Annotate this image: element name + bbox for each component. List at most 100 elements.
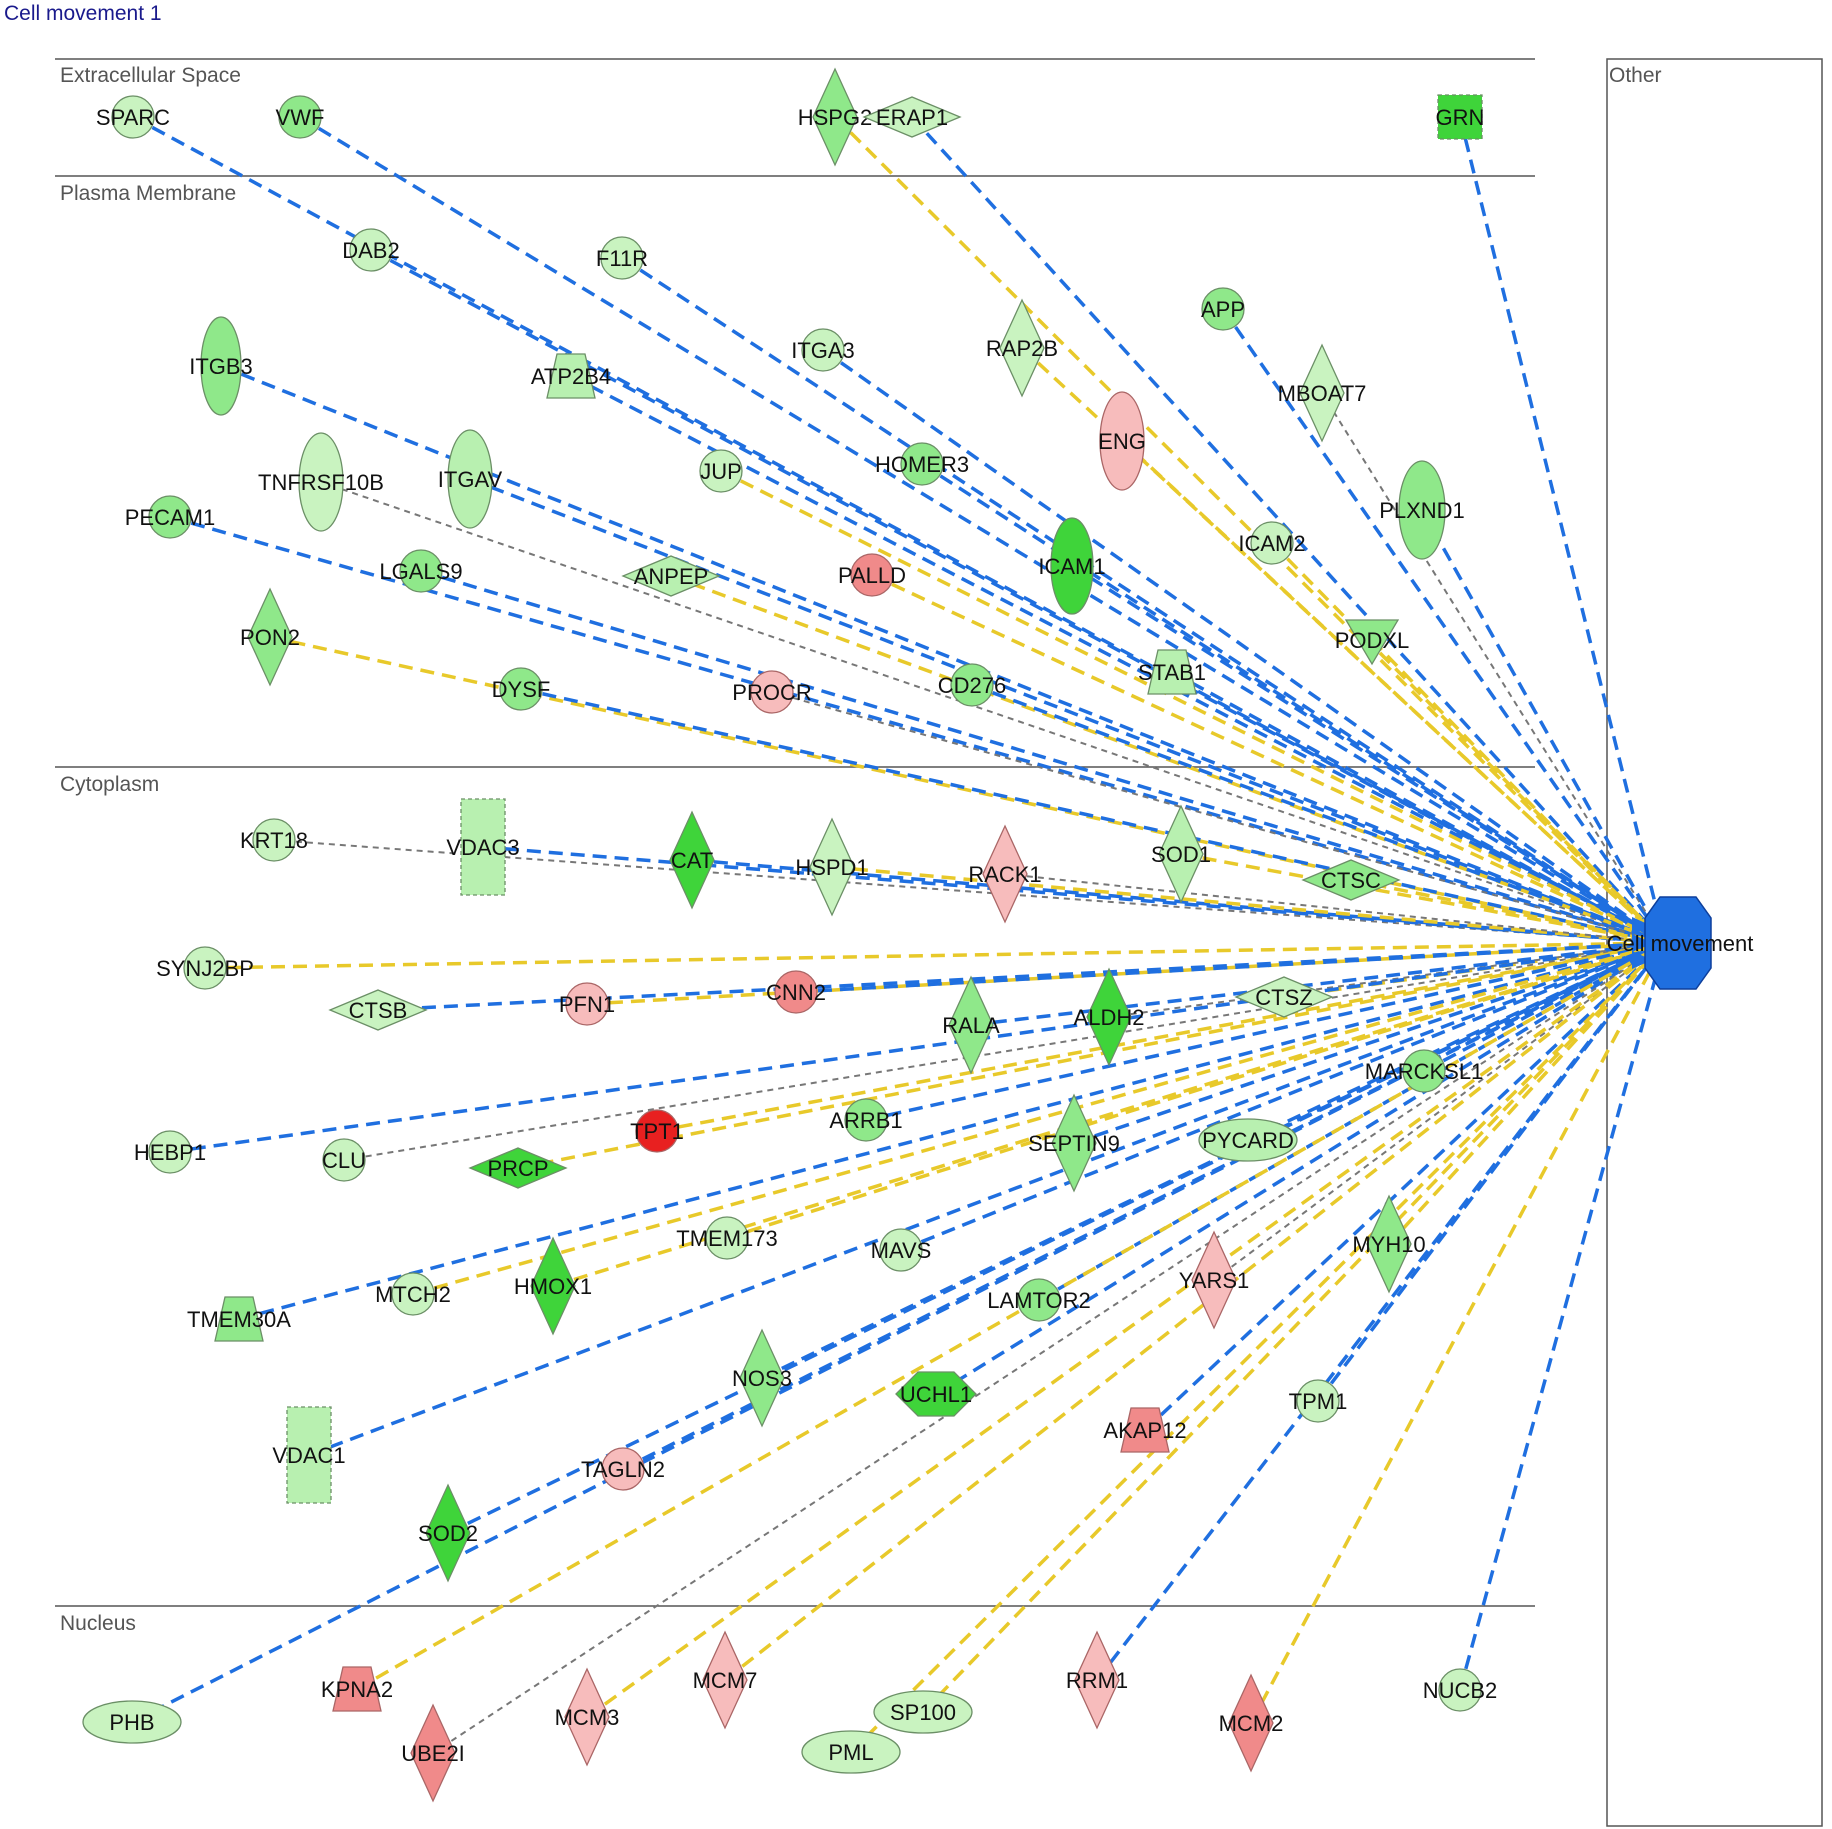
node-anpep[interactable]: ANPEP <box>621 555 721 597</box>
node-kpna2[interactable]: KPNA2 <box>321 1666 393 1712</box>
node-grn[interactable]: GRN <box>1436 94 1485 140</box>
node-synj2bp[interactable]: SYNJ2BP <box>156 946 254 990</box>
node-tpt1[interactable]: TPT1 <box>630 1109 684 1153</box>
node-mcm3[interactable]: MCM3 <box>555 1667 620 1767</box>
node-shape-tmem30a <box>214 1296 264 1342</box>
node-stab1[interactable]: STAB1 <box>1138 649 1206 695</box>
node-shape-nos3 <box>739 1328 785 1428</box>
edge-icam2 <box>1270 541 1667 945</box>
node-lamtor2[interactable]: LAMTOR2 <box>987 1278 1091 1322</box>
node-ube2i[interactable]: UBE2I <box>401 1703 465 1803</box>
node-shape-mavs <box>879 1228 923 1272</box>
node-shape-clu <box>322 1138 366 1182</box>
node-label-sod2: SOD2 <box>418 1521 478 1546</box>
node-procr[interactable]: PROCR <box>732 670 812 714</box>
node-label-prcp: PRCP <box>487 1156 548 1181</box>
node-plxnd1[interactable]: PLXND1 <box>1379 460 1465 560</box>
node-akap12[interactable]: AKAP12 <box>1103 1407 1187 1453</box>
edge-mcm7 <box>723 941 1667 1682</box>
node-label-app: APP <box>1201 297 1245 322</box>
node-dysf[interactable]: DYSF <box>492 667 551 711</box>
node-hebp1[interactable]: HEBP1 <box>134 1130 206 1174</box>
diagram-title: Cell movement 1 <box>4 2 162 25</box>
edge-palld <box>871 573 1666 945</box>
node-podxl[interactable]: PODXL <box>1335 619 1410 666</box>
node-itgb3[interactable]: ITGB3 <box>189 316 253 416</box>
node-atp2b4[interactable]: ATP2B4 <box>531 353 611 399</box>
node-ctsb[interactable]: CTSB <box>328 989 428 1031</box>
node-pecam1[interactable]: PECAM1 <box>125 495 215 539</box>
node-jup[interactable]: JUP <box>699 449 743 493</box>
node-sparc[interactable]: SPARC <box>96 95 170 139</box>
node-shape-homer3 <box>900 442 944 486</box>
node-cnn2[interactable]: CNN2 <box>766 970 826 1014</box>
node-rack1[interactable]: RACK1 <box>968 824 1042 924</box>
node-label-tpm1: TPM1 <box>1289 1389 1348 1414</box>
node-mcm7[interactable]: MCM7 <box>693 1630 758 1730</box>
node-hmox1[interactable]: HMOX1 <box>514 1236 592 1336</box>
node-mavs[interactable]: MAVS <box>871 1228 932 1272</box>
node-cd276[interactable]: CD276 <box>938 663 1006 707</box>
node-sp100[interactable]: SP100 <box>873 1690 973 1734</box>
node-app[interactable]: APP <box>1201 287 1245 331</box>
node-tmem30a[interactable]: TMEM30A <box>187 1296 291 1342</box>
node-shape-hebp1 <box>148 1130 192 1174</box>
node-hspd1[interactable]: HSPD1 <box>795 817 869 917</box>
edge-podxl <box>1370 638 1667 945</box>
node-clu[interactable]: CLU <box>322 1138 366 1182</box>
node-palld[interactable]: PALLD <box>838 553 906 597</box>
node-mcm2[interactable]: MCM2 <box>1219 1673 1284 1773</box>
node-hspg2[interactable]: HSPG2 <box>798 67 873 167</box>
node-mboat7[interactable]: MBOAT7 <box>1278 343 1367 443</box>
node-tpm1[interactable]: TPM1 <box>1289 1379 1348 1423</box>
node-aldh2[interactable]: ALDH2 <box>1074 967 1145 1067</box>
node-pfn1[interactable]: PFN1 <box>559 982 615 1026</box>
node-itgav[interactable]: ITGAV <box>438 429 503 529</box>
node-sod2[interactable]: SOD2 <box>418 1483 478 1583</box>
node-shape-rrm1 <box>1074 1630 1120 1730</box>
node-tagln2[interactable]: TAGLN2 <box>581 1447 665 1491</box>
node-uchl1[interactable]: UCHL1 <box>895 1371 977 1417</box>
node-vwf[interactable]: VWF <box>276 95 325 139</box>
edge-eng <box>1120 439 1667 945</box>
node-rala[interactable]: RALA <box>942 975 1000 1075</box>
node-pml[interactable]: PML <box>801 1730 901 1774</box>
node-krt18[interactable]: KRT18 <box>240 818 308 862</box>
node-erap1[interactable]: ERAP1 <box>862 96 962 138</box>
node-f11r[interactable]: F11R <box>596 236 648 280</box>
node-marcksl1[interactable]: MARCKSL1 <box>1365 1049 1484 1093</box>
node-ctsc[interactable]: CTSC <box>1301 859 1401 901</box>
node-vdac1[interactable]: VDAC1 <box>272 1406 346 1504</box>
node-phb[interactable]: PHB <box>82 1700 182 1744</box>
node-mtch2[interactable]: MTCH2 <box>375 1272 451 1316</box>
node-yars1[interactable]: YARS1 <box>1179 1230 1250 1330</box>
node-cat[interactable]: CAT <box>669 810 715 910</box>
node-sod1[interactable]: SOD1 <box>1151 804 1211 904</box>
node-itga3[interactable]: ITGA3 <box>791 328 855 372</box>
node-label-krt18: KRT18 <box>240 828 308 853</box>
node-nos3[interactable]: NOS3 <box>732 1328 792 1428</box>
node-pon2[interactable]: PON2 <box>240 587 300 687</box>
node-shape-tpt1 <box>635 1109 679 1153</box>
node-vdac3[interactable]: VDAC3 <box>446 798 520 896</box>
node-rrm1[interactable]: RRM1 <box>1066 1630 1128 1730</box>
node-lgals9[interactable]: LGALS9 <box>379 549 463 593</box>
node-nucb2[interactable]: NUCB2 <box>1423 1668 1498 1712</box>
node-dab2[interactable]: DAB2 <box>342 228 400 272</box>
node-prcp[interactable]: PRCP <box>468 1147 568 1189</box>
node-icam2[interactable]: ICAM2 <box>1238 521 1306 565</box>
node-tmem173[interactable]: TMEM173 <box>676 1216 778 1260</box>
node-ctsz[interactable]: CTSZ <box>1234 976 1334 1018</box>
node-icam1[interactable]: ICAM1 <box>1038 517 1106 615</box>
node-arrb1[interactable]: ARRB1 <box>829 1098 903 1142</box>
edge-hebp1 <box>169 941 1666 1154</box>
node-rap2b[interactable]: RAP2B <box>986 298 1058 398</box>
node-pycard[interactable]: PYCARD <box>1198 1118 1298 1162</box>
node-eng[interactable]: ENG <box>1098 391 1146 491</box>
node-tnfrsf10b[interactable]: TNFRSF10B <box>258 432 384 532</box>
target-node-cell-movement[interactable]: Cell movement <box>1607 896 1754 990</box>
node-septin9[interactable]: SEPTIN9 <box>1028 1093 1120 1193</box>
edge-ube2i <box>432 942 1666 1754</box>
node-homer3[interactable]: HOMER3 <box>875 442 969 486</box>
node-myh10[interactable]: MYH10 <box>1352 1194 1426 1294</box>
